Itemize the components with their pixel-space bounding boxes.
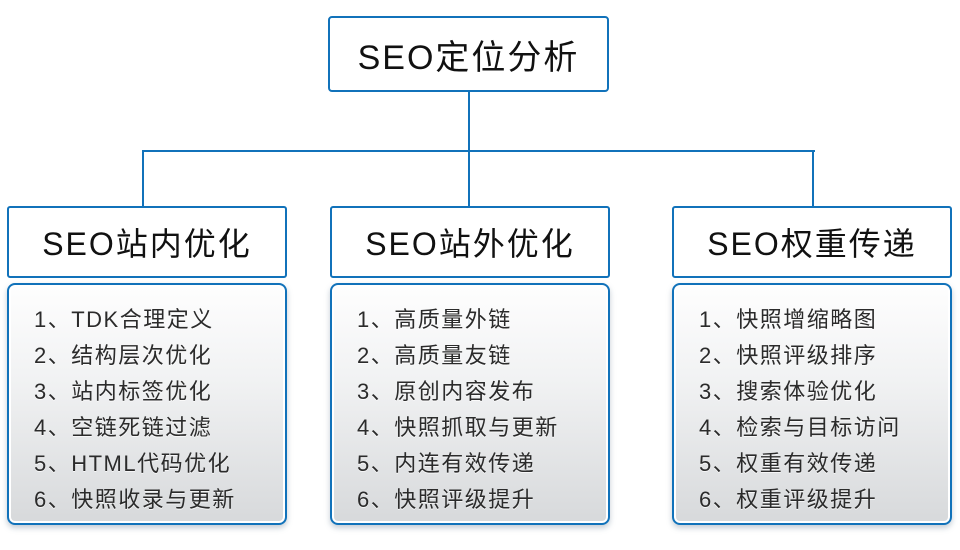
list-item: 5、内连有效传递 <box>357 451 536 476</box>
branch-onsite-optimization: SEO站内优化 1、TDK合理定义 2、结构层次优化 3、站内标签优化 4、空链… <box>7 0 287 550</box>
connector-root-vertical <box>468 92 470 152</box>
branch-title: SEO站内优化 <box>42 226 252 262</box>
list-item: 3、搜索体验优化 <box>699 379 878 404</box>
branch-weight-transfer: SEO权重传递 1、快照增缩略图 2、快照评级排序 3、搜索体验优化 4、检索与… <box>672 0 952 550</box>
connector-right-vertical <box>812 150 814 207</box>
list-item: 5、权重有效传递 <box>699 451 878 476</box>
connector-middle-vertical <box>468 150 470 207</box>
list-item: 1、快照增缩略图 <box>699 307 878 332</box>
list-item: 6、权重评级提升 <box>699 487 878 512</box>
branch-header: SEO权重传递 <box>672 206 952 278</box>
branch-item-list: 1、快照增缩略图 2、快照评级排序 3、搜索体验优化 4、检索与目标访问 5、权… <box>672 283 952 525</box>
branch-item-list: 1、TDK合理定义 2、结构层次优化 3、站内标签优化 4、空链死链过滤 5、H… <box>7 283 287 525</box>
list-item: 1、TDK合理定义 <box>34 307 214 332</box>
list-item: 3、站内标签优化 <box>34 379 213 404</box>
list-item: 3、原创内容发布 <box>357 379 536 404</box>
branch-header: SEO站外优化 <box>330 206 610 278</box>
root-node-label: SEO定位分析 <box>357 38 580 77</box>
connector-horizontal <box>142 150 815 152</box>
branch-offsite-optimization: SEO站外优化 1、高质量外链 2、高质量友链 3、原创内容发布 4、快照抓取与… <box>330 0 610 550</box>
branch-title: SEO站外优化 <box>365 226 575 262</box>
list-item: 4、空链死链过滤 <box>34 415 213 440</box>
list-item: 2、快照评级排序 <box>699 343 878 368</box>
list-item: 5、HTML代码优化 <box>34 451 232 476</box>
list-item: 6、快照收录与更新 <box>34 487 236 512</box>
connector-left-vertical <box>142 150 144 207</box>
list-item: 4、快照抓取与更新 <box>357 415 559 440</box>
branch-header: SEO站内优化 <box>7 206 287 278</box>
branch-item-list: 1、高质量外链 2、高质量友链 3、原创内容发布 4、快照抓取与更新 5、内连有… <box>330 283 610 525</box>
list-item: 1、高质量外链 <box>357 307 512 332</box>
list-item: 2、高质量友链 <box>357 343 512 368</box>
list-item: 4、检索与目标访问 <box>699 415 901 440</box>
list-item: 6、快照评级提升 <box>357 487 536 512</box>
branch-title: SEO权重传递 <box>707 226 917 262</box>
list-item: 2、结构层次优化 <box>34 343 213 368</box>
root-node: SEO定位分析 <box>328 16 609 92</box>
